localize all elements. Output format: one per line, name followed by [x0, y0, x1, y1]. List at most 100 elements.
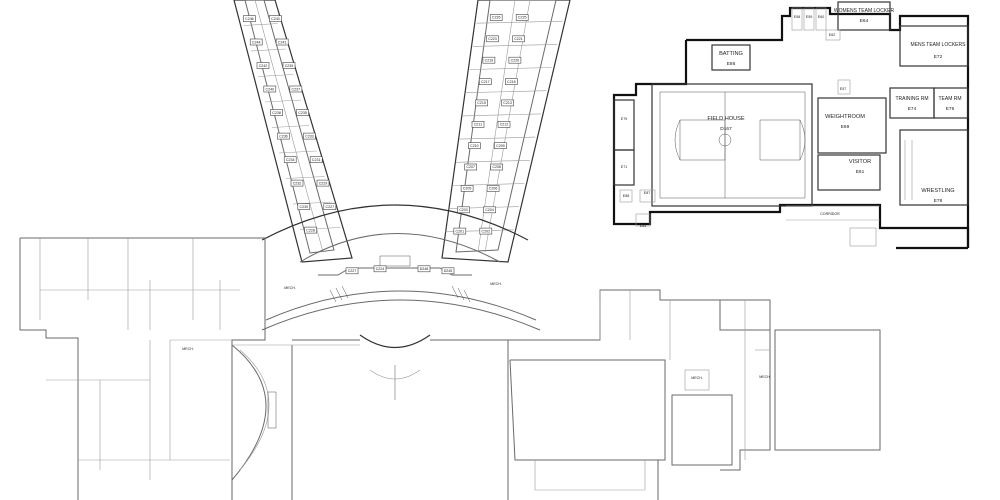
room-tag [479, 227, 493, 235]
room-tag [323, 203, 337, 210]
room-label: C233 [305, 134, 314, 138]
room-label: C221 [514, 37, 523, 41]
room-label: C201 [456, 229, 465, 233]
mech-label: MECH. [182, 347, 194, 351]
room-divider [271, 125, 310, 128]
room-label: C211 [474, 123, 482, 127]
room-label: C203 [459, 208, 468, 212]
room-number-weightroom: E69 [841, 124, 850, 130]
room-label: C217 [481, 80, 490, 84]
room-divider [278, 150, 317, 154]
room-tag [471, 121, 485, 128]
room-tag [489, 14, 503, 21]
room-divider [250, 48, 286, 52]
room-number-e59: E59 [806, 15, 812, 19]
room-tag [249, 38, 263, 46]
room-divider [264, 99, 302, 103]
room-tag [345, 267, 359, 275]
room-label-field-house: FIELD HOUSE [707, 116, 745, 122]
room-divider [466, 90, 547, 93]
room-tag [316, 179, 330, 187]
room-label: C202 [482, 229, 491, 233]
room-number-womens-locker: E64 [860, 18, 869, 24]
room-label: C223 [488, 37, 497, 41]
room-label: C231 [312, 158, 321, 162]
room-label: C228 [306, 228, 315, 232]
room-label: C236 [279, 134, 288, 138]
room-number-e79: E79 [621, 117, 627, 121]
room-tag [482, 56, 496, 64]
room-label-team-rm: TEAM RM [938, 96, 961, 102]
room-tag [270, 109, 283, 116]
room-label: C242 [259, 64, 268, 68]
room-label: C246 [245, 17, 254, 21]
room-tag [464, 163, 478, 171]
room-tag [508, 56, 522, 64]
lower-left-building [19, 237, 360, 500]
room-number-team-rm: E76 [946, 106, 955, 112]
room-number-field-house: D167 [720, 126, 732, 132]
room-label-weightroom: WEIGHTROOM [825, 114, 865, 120]
mech-label: MECH. [759, 375, 771, 379]
room-label: C204 [485, 208, 494, 212]
room-label: C241 [278, 40, 287, 44]
room-tag [243, 15, 256, 22]
room-tag [304, 226, 317, 234]
room-number-batting: E86 [727, 61, 736, 67]
room-number-e58: E58 [794, 15, 800, 19]
room-tag [441, 267, 455, 275]
room-number-e88: E88 [623, 194, 629, 198]
room-tag [457, 206, 470, 214]
room-tag [475, 99, 488, 107]
room-label: C229 [319, 181, 328, 185]
room-label: C208 [492, 165, 501, 169]
mech-labels: MECH. MECH. MECH. MECH. MECH. [182, 282, 771, 380]
room-tag [468, 142, 481, 149]
room-divider [459, 136, 536, 140]
room-tag [303, 132, 316, 140]
room-tag [501, 99, 514, 107]
room-tag [483, 206, 496, 214]
room-label: C220 [511, 58, 520, 62]
room-tag [263, 85, 277, 93]
room-label: C227 [326, 205, 335, 209]
room-number-wrestling: E78 [934, 198, 943, 204]
room-label: C226 [492, 16, 501, 20]
room-number-mens-locker: E72 [934, 54, 943, 60]
room-label: C239 [285, 64, 294, 68]
room-label: C205 [463, 187, 472, 191]
room-tag [373, 265, 387, 273]
room-tag [497, 121, 511, 128]
corridor-label: CORRIDOR [820, 212, 840, 216]
room-divider [455, 160, 530, 163]
room-label-womens-locker: WOMENS TEAM LOCKER [834, 8, 895, 14]
room-divider [462, 113, 541, 117]
room-label: C244 [252, 40, 261, 44]
room-label: C235 [298, 111, 307, 115]
room-tag [478, 78, 492, 85]
room-tag [309, 156, 323, 163]
room-label: C238 [272, 111, 281, 115]
room-label: D245 [444, 269, 453, 273]
room-label: C227 [348, 269, 357, 273]
room-tag [256, 62, 270, 69]
room-label-training-rm: TRAINING RM [895, 96, 928, 102]
room-tag [486, 185, 500, 192]
room-divider [243, 23, 278, 26]
lower-right-building [292, 289, 881, 500]
room-label: C243 [271, 17, 280, 21]
room-number-e62: E62 [829, 33, 835, 37]
room-label: C209 [496, 144, 505, 148]
room-label: C225 [518, 16, 527, 20]
room-tag [490, 163, 504, 171]
room-tag [515, 14, 529, 21]
room-number-training-rm: E74 [908, 106, 917, 112]
room-tag [417, 265, 431, 273]
athletics-labels: BATTING E86 FIELD HOUSE D167 WEIGHTROOM … [621, 8, 966, 228]
room-label-visitor: VISITOR [849, 159, 871, 165]
room-number-e60: E60 [818, 15, 824, 19]
room-tag [275, 38, 289, 46]
room-tag [486, 35, 499, 43]
